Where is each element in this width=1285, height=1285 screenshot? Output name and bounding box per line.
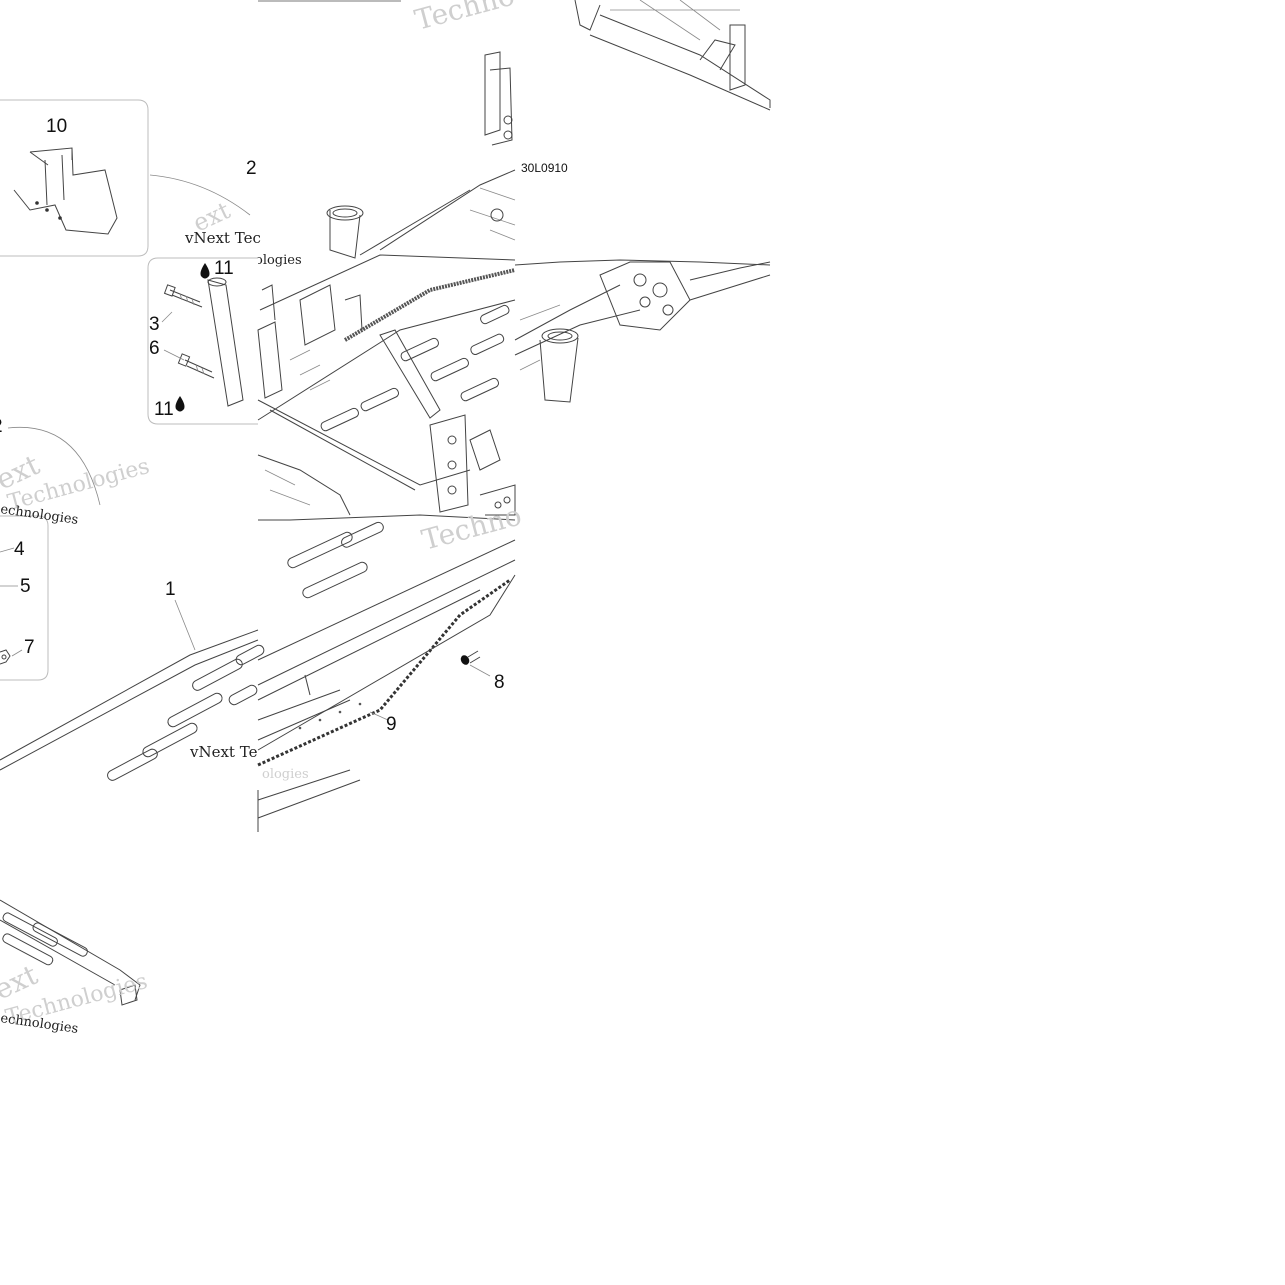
- detail-panel-10: 10: [0, 99, 149, 257]
- callout-4: 4: [14, 539, 25, 560]
- callout-5: 5: [20, 576, 31, 597]
- floor-corner-view: ext Technologies echnologies: [0, 899, 150, 1037]
- floor-slot-row: [320, 304, 510, 432]
- spacer-tube: [207, 277, 244, 407]
- callout-6: 6: [149, 338, 160, 359]
- callout-11: 11: [214, 258, 234, 279]
- watermark-text: Techno: [418, 499, 525, 557]
- callout-7: 7: [24, 637, 35, 658]
- callout-9: 9: [386, 714, 397, 735]
- watermark-text: ologies: [255, 253, 302, 268]
- callout-10: 10: [46, 116, 67, 137]
- nut-part-7: [0, 649, 11, 665]
- frame-top-right-view: 30L0910: [521, 0, 771, 175]
- callout-2: 2: [246, 158, 257, 179]
- plug-part-8: [460, 650, 481, 665]
- bolt-part-3: [163, 284, 203, 308]
- callout-2: 2: [0, 416, 3, 437]
- droplet-icon: [175, 396, 185, 412]
- floor-slot-row: [107, 644, 265, 781]
- floor-slot-row: [287, 521, 384, 599]
- rail-lower-strip: ologies: [257, 767, 361, 832]
- callout-11: 11: [154, 399, 174, 420]
- callout-8: 8: [494, 672, 505, 693]
- detail-panel-hardware: 4 5 7: [0, 515, 49, 681]
- callout-3: 3: [149, 314, 160, 335]
- detail-panel-fasteners: 11 11 3 6: [147, 257, 258, 425]
- frame-middle-right-view: [514, 259, 771, 403]
- diagram-reference-code: 30L0910: [521, 161, 568, 175]
- watermark-text: vNext Tec: [184, 229, 261, 247]
- watermark-text: vNext Te: [189, 743, 258, 761]
- frame-middle-view: [257, 254, 516, 516]
- watermark-text: ologies: [262, 767, 309, 782]
- bracket-part-10: [13, 147, 118, 235]
- floor-slot-row: [2, 912, 88, 966]
- watermark-text: Techno: [411, 0, 518, 37]
- floor-panel-view: 1 vNext Te: [0, 579, 265, 781]
- droplet-icon: [200, 263, 210, 279]
- callout-1: 1: [165, 579, 176, 600]
- side-rail-view: 8 9 Techno: [257, 499, 525, 767]
- frame-top-middle-view: [258, 0, 516, 259]
